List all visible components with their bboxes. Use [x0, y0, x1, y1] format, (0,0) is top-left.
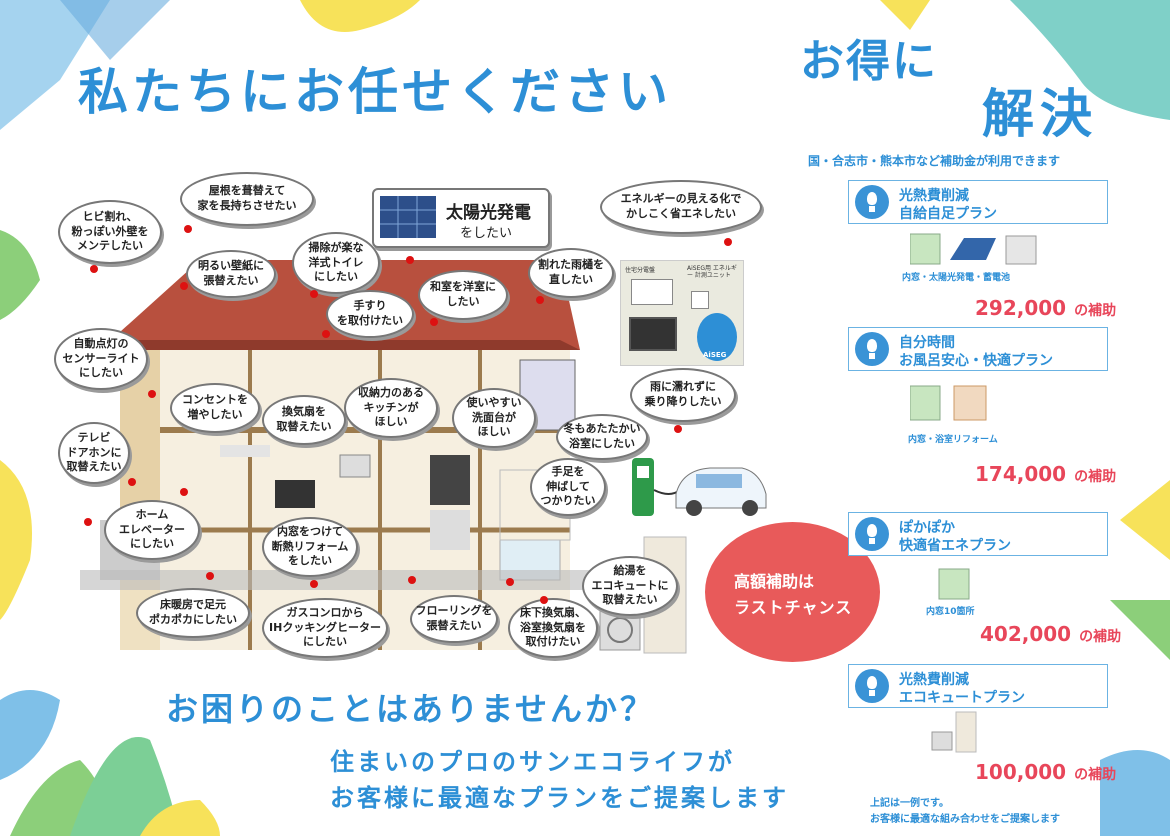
- subsidy-note: 国・合志市・熊本市など補助金が利用できます: [808, 154, 1061, 168]
- bubble-rain: 雨に濡れずに乗り降りしたい: [630, 368, 736, 422]
- plan-card-4: 光熱費削減 エコキュートプラン: [848, 664, 1108, 708]
- disclaimer-line2: お客様に最適な組み合わせをご提案します: [870, 814, 1060, 825]
- aiseg-device: [697, 313, 737, 361]
- pointer-dot: [322, 330, 330, 338]
- lightbulb-icon: [855, 332, 889, 366]
- plan-1-line2: 自給自足プラン: [899, 206, 997, 222]
- bubble-fan: 換気扇を取替えたい: [262, 395, 346, 445]
- plan-1-items: 内窓・太陽光発電・蓄電池: [902, 273, 1011, 283]
- plan-3-items: 内窓10箇所: [926, 607, 975, 617]
- pointer-dot: [506, 578, 514, 586]
- footer-line1: 住まいのプロのサンエコライフが: [330, 748, 735, 776]
- pointer-dot: [408, 576, 416, 584]
- bubble-wall: ヒビ割れ、粉っぽい外壁をメンテしたい: [58, 200, 162, 264]
- bubble-washitsu: 和室を洋室にしたい: [418, 270, 508, 320]
- bubble-inner-window: 内窓をつけて断熱リフォームをしたい: [262, 517, 358, 577]
- plan-3-products: [938, 568, 970, 600]
- bubble-toilet: 掃除が楽な洋式トイレにしたい: [292, 232, 380, 294]
- plan-3-line1: ぽかぽか: [899, 520, 955, 536]
- bubble-handrail: 手すりを取付けたい: [326, 290, 414, 338]
- bubble-energy: エネルギーの見える化でかしこく省エネしたい: [600, 180, 762, 234]
- bubble-flooring: フローリングを張替えたい: [410, 595, 498, 643]
- plan-card-2: 自分時間 お風呂安心・快適プラン: [848, 327, 1108, 371]
- lightbulb-icon: [855, 517, 889, 551]
- disclaimer-line1: 上記は一例です。: [870, 798, 949, 809]
- plan-4-products: [931, 711, 977, 753]
- question-heading: お困りのことはありませんか？: [166, 690, 656, 728]
- aiseg-unit-box: [691, 291, 709, 309]
- title-right-line1: お得に: [800, 36, 938, 87]
- title-right-line2: 解決: [982, 85, 1099, 145]
- page-title: 私たちにお任せください: [78, 63, 672, 121]
- bubble-outlet: コンセントを増やしたい: [170, 383, 260, 433]
- solar-banner-line1: 太陽光発電: [446, 203, 531, 223]
- pointer-dot: [84, 518, 92, 526]
- bubble-intercom: テレビドアホンに取替えたい: [58, 422, 130, 484]
- bubble-gutter: 割れた雨樋を直したい: [528, 248, 614, 298]
- bubble-elevator: ホームエレベーターにしたい: [104, 500, 200, 560]
- outdoor-unit: [599, 609, 641, 651]
- bubble-ecocute: 給湯をエコキュートに取替えたい: [582, 556, 678, 616]
- pointer-dot: [536, 296, 544, 304]
- bubble-legs: 手足を伸ばしてつかりたい: [530, 458, 606, 516]
- aiseg-illustration: 住宅分電盤 AiSEG用 エネルギー 計測ユニット AiSEG: [620, 260, 744, 366]
- plan-1-line1: 光熱費削減: [899, 188, 969, 204]
- pointer-dot: [90, 265, 98, 273]
- plan-3-line2: 快適省エネプラン: [899, 538, 1011, 554]
- solar-panel-icon: [380, 196, 436, 238]
- aiseg-meter-box: [631, 279, 673, 305]
- aiseg-device-label: AiSEG: [703, 351, 727, 359]
- plan-4-line2: エコキュートプラン: [899, 690, 1025, 706]
- plan-2-line2: お風呂安心・快適プラン: [899, 353, 1053, 369]
- lightbulb-icon: [855, 669, 889, 703]
- bubble-sensor-light: 自動点灯のセンサーライトにしたい: [54, 328, 148, 390]
- plan-1-products: [910, 233, 1037, 265]
- bubble-warm-bath: 冬もあたたかい浴室にしたい: [556, 414, 648, 460]
- pointer-dot: [128, 478, 136, 486]
- footer-line2: お客様に最適なプランをご提案します: [330, 784, 789, 812]
- bubble-roof: 屋根を葺替えて家を長持ちさせたい: [180, 172, 314, 226]
- bubble-floor-heating: 床暖房で足元ポカポカにしたい: [136, 588, 250, 638]
- plan-4-line1: 光熱費削減: [899, 672, 969, 688]
- plan-2-items: 内窓・浴室リフォーム: [908, 435, 998, 445]
- plan-2-line1: 自分時間: [899, 335, 955, 351]
- pointer-dot: [724, 238, 732, 246]
- plan-card-1: 光熱費削減 自給自足プラン: [848, 180, 1108, 224]
- pointer-dot: [180, 488, 188, 496]
- plan-2-products: [910, 385, 987, 421]
- pointer-dot: [184, 225, 192, 233]
- lightbulb-icon: [855, 185, 889, 219]
- bubble-kitchen: 収納力のあるキッチンがほしい: [344, 378, 438, 438]
- aiseg-tv: [629, 317, 677, 351]
- pointer-dot: [148, 390, 156, 398]
- pointer-dot: [310, 580, 318, 588]
- pointer-dot: [206, 572, 214, 580]
- red-badge-line2: ラストチャンス: [734, 598, 853, 617]
- pointer-dot: [430, 318, 438, 326]
- red-badge-line1: 高額補助は: [734, 572, 815, 591]
- aiseg-unit-label: AiSEG用 エネルギー 計測ユニット: [687, 265, 737, 280]
- solar-banner-line2: をしたい: [460, 226, 513, 241]
- pointer-dot: [310, 290, 318, 298]
- aiseg-meter-label: 住宅分電盤: [625, 267, 656, 274]
- bubble-wallpaper: 明るい壁紙に張替えたい: [186, 250, 276, 298]
- pointer-dot: [180, 282, 188, 290]
- bubble-washbasin: 使いやすい洗面台がほしい: [452, 388, 536, 448]
- solar-banner: 太陽光発電 をしたい: [372, 188, 550, 248]
- pointer-dot: [674, 425, 682, 433]
- pointer-dot: [540, 596, 548, 604]
- bubble-underfloor-fan: 床下換気扇、浴室換気扇を取付けたい: [508, 598, 598, 658]
- plan-card-3: ぽかぽか 快適省エネプラン: [848, 512, 1108, 556]
- ev-charging-illustration: [632, 458, 767, 516]
- pointer-dot: [406, 256, 414, 264]
